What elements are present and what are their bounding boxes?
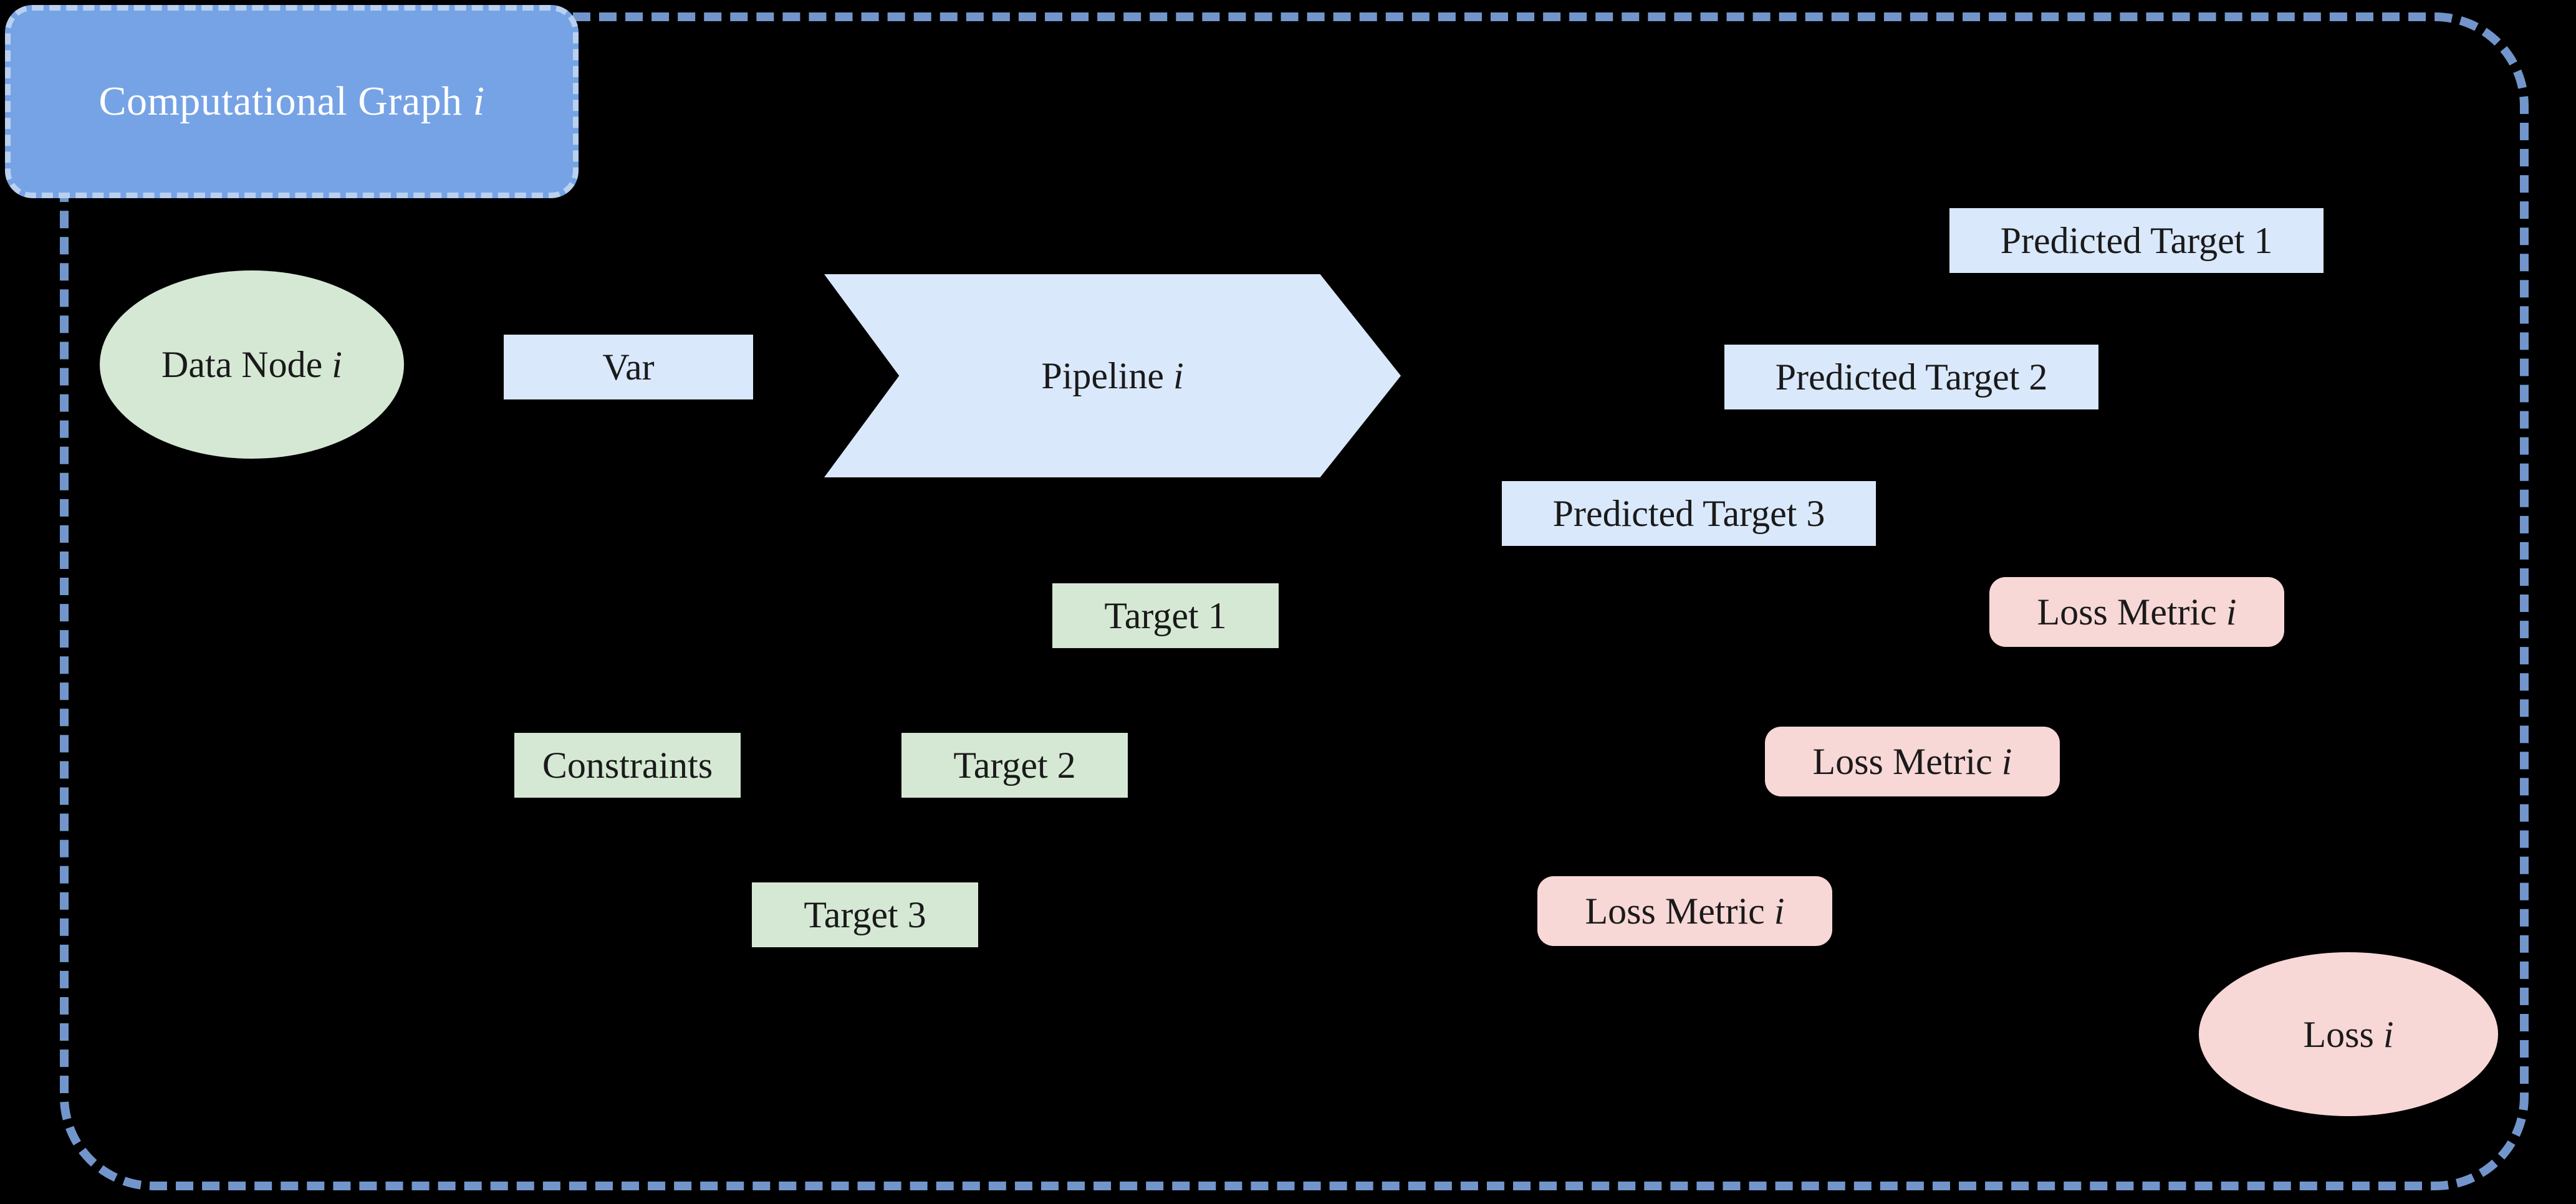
predicted-target-2-label: Predicted Target 2 (1775, 356, 2048, 398)
node-constraints[interactable]: Constraints (514, 733, 741, 798)
pipeline-index: i (1173, 355, 1184, 396)
node-predicted-target-2[interactable]: Predicted Target 2 (1724, 345, 2098, 409)
data-node-label: Data Node (161, 344, 323, 385)
pipeline-label: Pipeline (1041, 355, 1164, 396)
data-node-index: i (332, 344, 342, 385)
node-loss[interactable]: Loss i (2199, 952, 2498, 1116)
target-3-label: Target 3 (804, 894, 926, 935)
loss-metric-2-index: i (2001, 741, 2012, 782)
node-predicted-target-3[interactable]: Predicted Target 3 (1502, 481, 1876, 546)
node-loss-metric-3[interactable]: Loss Metric i (1537, 876, 1832, 946)
loss-metric-1-label: Loss Metric (2037, 591, 2217, 633)
loss-index: i (2383, 1013, 2394, 1055)
node-target-1[interactable]: Target 1 (1052, 583, 1279, 648)
loss-metric-3-label: Loss Metric (1585, 891, 1765, 932)
loss-metric-3-index: i (1774, 891, 1785, 932)
node-predicted-target-1[interactable]: Predicted Target 1 (1949, 208, 2324, 273)
loss-metric-2-label: Loss Metric (1812, 741, 1992, 782)
node-loss-metric-2[interactable]: Loss Metric i (1765, 727, 2060, 796)
loss-label: Loss (2303, 1013, 2374, 1055)
predicted-target-3-label: Predicted Target 3 (1552, 493, 1825, 534)
node-target-3[interactable]: Target 3 (752, 882, 978, 947)
target-2-label: Target 2 (953, 745, 1076, 786)
computational-graph-title[interactable]: Computational Graph i (5, 5, 579, 198)
node-var[interactable]: Var (504, 335, 753, 399)
node-target-2[interactable]: Target 2 (901, 733, 1128, 798)
node-pipeline[interactable]: Pipeline i (824, 274, 1401, 477)
node-data-node[interactable]: Data Node i (100, 270, 404, 459)
constraints-label: Constraints (542, 745, 713, 786)
graph-title-label: Computational Graph (99, 79, 463, 124)
node-loss-metric-1[interactable]: Loss Metric i (1989, 577, 2284, 647)
graph-title-index: i (473, 79, 485, 124)
var-label: Var (602, 346, 655, 388)
predicted-target-1-label: Predicted Target 1 (2000, 220, 2273, 261)
target-1-label: Target 1 (1104, 595, 1227, 636)
loss-metric-1-index: i (2226, 591, 2237, 633)
